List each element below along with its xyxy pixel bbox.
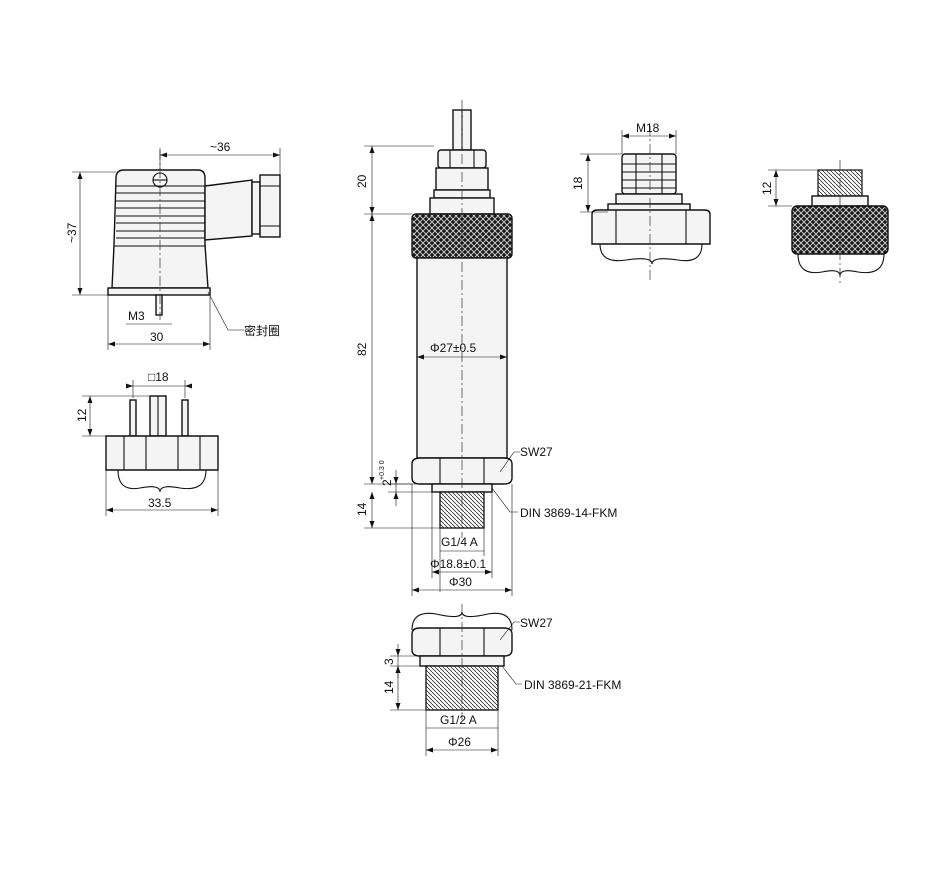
dim-gap-3: 3 [382, 658, 396, 665]
dim-base-30: 30 [150, 330, 164, 344]
dim-m12-height: 12 [760, 181, 774, 195]
pin-plug-view: □18 12 33.5 [75, 370, 219, 516]
g12-fitting-view: SW27 3 14 DIN 3869-21-FKM G1/2 A Φ26 [382, 604, 621, 756]
dim-len-14-a: 14 [355, 502, 369, 516]
dim-m18-height: 18 [571, 176, 585, 190]
dim-body-82: 82 [355, 342, 369, 356]
dim-diameter-18-8: Φ18.8±0.1 [430, 557, 487, 571]
main-sensor-view: 20 82 Φ27±0.5 SW27 2 +0.3 0 14 DIN 3869-… [355, 100, 617, 596]
dim-connector-width: ~36 [210, 140, 231, 154]
dim-diameter-26: Φ26 [448, 735, 471, 749]
dim-plug-width: 33.5 [148, 496, 172, 510]
m18-connector-view: M18 18 [571, 121, 711, 280]
dim-pin-square: □18 [148, 370, 169, 384]
label-din-21: DIN 3869-21-FKM [524, 678, 621, 692]
dim-pin-height: 12 [75, 408, 89, 422]
seal-ring-note: 密封圈 [244, 323, 280, 338]
dim-thread-m3: M3 [128, 309, 145, 323]
dim-gap-2: 2 [380, 479, 394, 486]
dim-len-14-b: 14 [382, 680, 396, 694]
label-sw27-b: SW27 [520, 616, 553, 630]
dim-body-diameter: Φ27±0.5 [430, 341, 477, 355]
m12-connector-view: 12 [760, 160, 889, 284]
dim-diameter-30: Φ30 [449, 575, 472, 589]
label-thread-g12: G1/2 A [440, 713, 477, 727]
dim-top-20: 20 [355, 174, 369, 188]
dim-gap-tolerance: +0.3 0 [379, 460, 386, 480]
dim-connector-height: ~37 [65, 222, 79, 243]
label-sw27-a: SW27 [520, 445, 553, 459]
din-connector-view: ~36 ~37 M3 30 密封圈 [65, 140, 281, 350]
dim-m18: M18 [636, 121, 660, 135]
label-din-14: DIN 3869-14-FKM [520, 506, 617, 520]
label-thread-g14: G1/4 A [441, 535, 478, 549]
